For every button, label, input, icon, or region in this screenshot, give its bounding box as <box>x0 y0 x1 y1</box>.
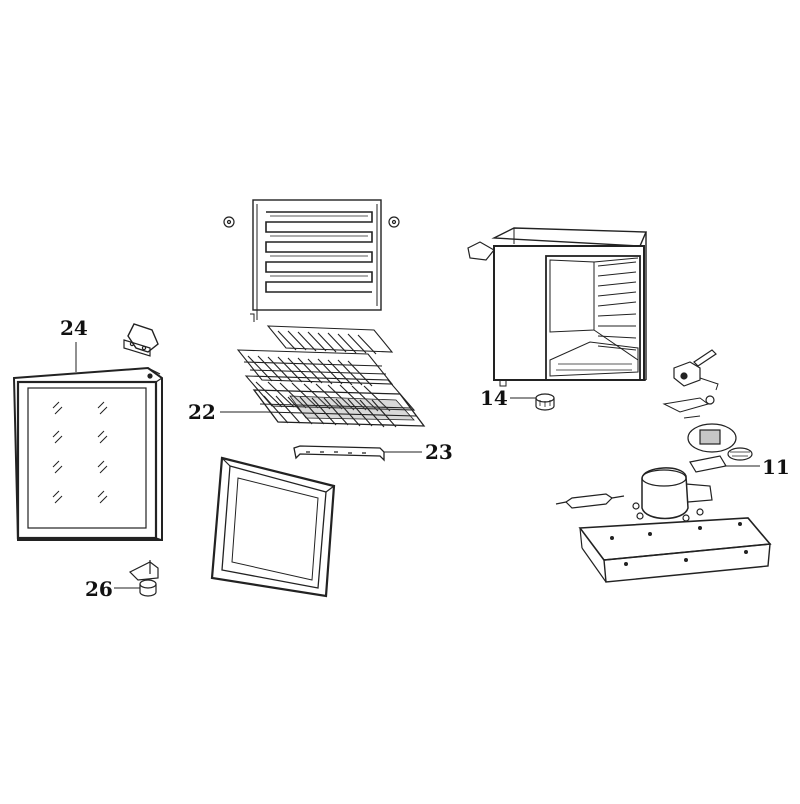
base-plate <box>578 517 772 583</box>
callout-11: 11 <box>762 455 790 479</box>
leveling-foot <box>510 393 555 411</box>
upper-hinge <box>123 323 159 357</box>
lower-hinge-assembly <box>114 560 159 597</box>
callout-26: 26 <box>85 577 113 601</box>
callout-22: 22 <box>188 400 216 424</box>
door-assembly <box>12 342 163 541</box>
shelf-rail <box>293 445 422 462</box>
compressor <box>632 467 713 522</box>
door-gasket-frame <box>210 456 336 598</box>
glass-reflection-marks <box>52 401 108 504</box>
callout-24: 24 <box>60 316 88 340</box>
callout-23: 23 <box>425 440 453 464</box>
filter-drier <box>555 493 625 509</box>
control-assembly <box>662 349 760 473</box>
cabinet-body <box>467 227 648 387</box>
callout-14: 14 <box>480 386 508 410</box>
evaporator-coil <box>223 199 400 322</box>
wire-shelves <box>220 325 426 428</box>
interior-shelf-ribs <box>597 261 637 351</box>
